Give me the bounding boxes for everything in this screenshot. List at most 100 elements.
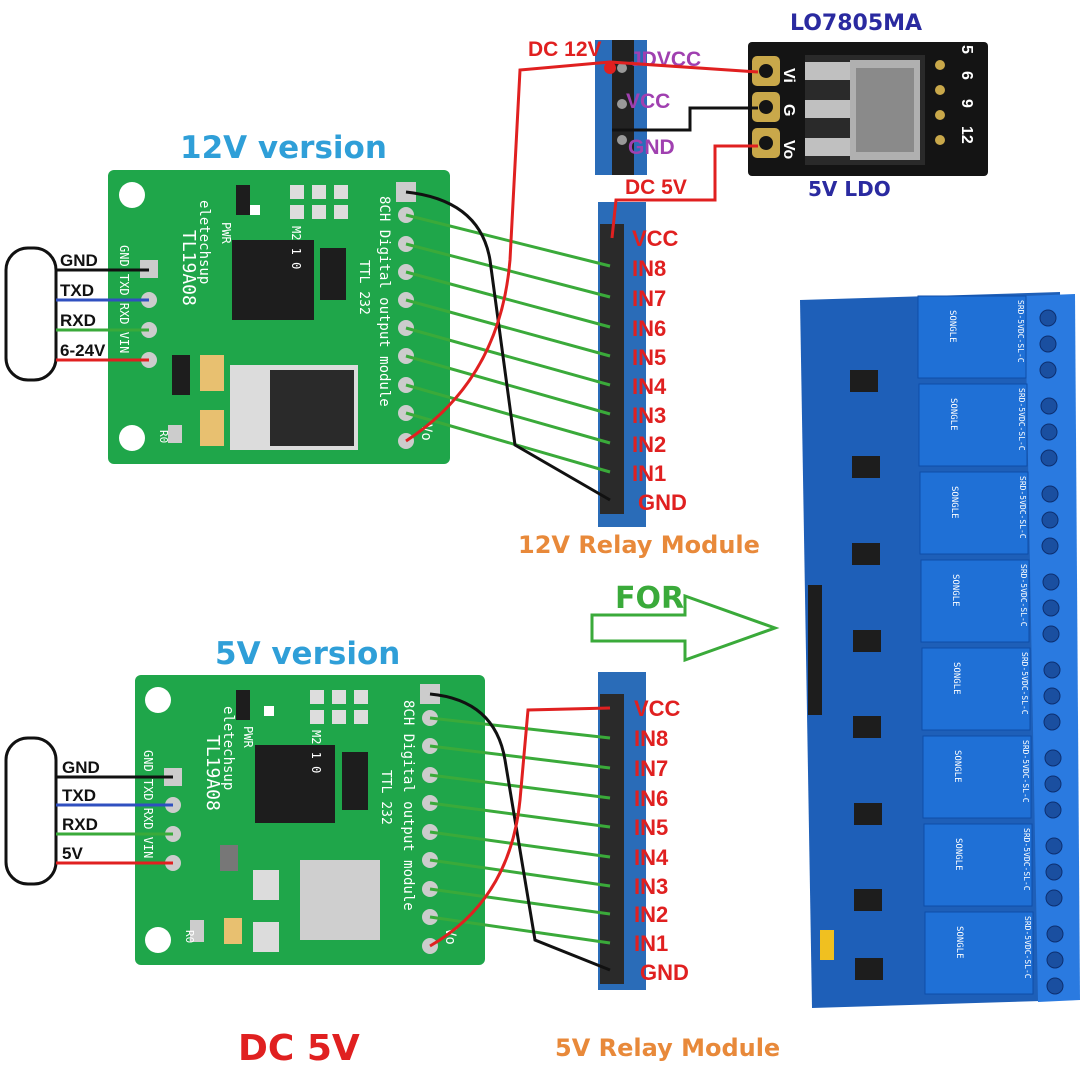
dc12-junction-dot xyxy=(604,62,616,74)
dc-5v-caption: DC 5V xyxy=(238,1028,360,1069)
ldo-mark-5: 5 xyxy=(958,45,975,54)
relay-2-brand: SONGLE xyxy=(948,398,958,431)
relay-1-model: SRD-5VDC-SL-C xyxy=(1016,300,1025,363)
relay5-pin-in2: IN2 xyxy=(634,902,668,927)
relay-3-model: SRD-5VDC-SL-C xyxy=(1018,476,1027,539)
ldo-part-number: LO7805MA xyxy=(790,11,922,36)
ldo-pin-vo: Vo xyxy=(780,140,797,159)
gnd-wire-12v xyxy=(405,190,611,502)
relay-cubes: SRD-5VDC-SL-C SONGLE SRD-5VDC-SL-C SONGL… xyxy=(917,295,1034,995)
relay-1-brand: SONGLE xyxy=(947,310,957,343)
relay-3-brand: SONGLE xyxy=(949,486,959,519)
board5-model: TL19A08 xyxy=(202,735,223,811)
board5-m: M2 1 0 xyxy=(309,730,323,773)
board5-r0: R0 xyxy=(183,930,196,943)
connector-outline-5v xyxy=(4,736,58,886)
gnd-wire-5v xyxy=(429,692,611,972)
board5-ttl: TTL 232 xyxy=(378,770,393,825)
header-pin-gnd: GND xyxy=(628,136,675,159)
arrow-icon xyxy=(590,593,780,663)
relay-8: SRD-5VDC-SL-C SONGLE xyxy=(924,911,1034,995)
serial12-gnd: GND xyxy=(60,251,98,270)
relay-5: SRD-5VDC-SL-C SONGLE xyxy=(921,647,1031,731)
ldo-mark-6: 6 xyxy=(958,71,975,80)
relay-7: SRD-5VDC-SL-C SONGLE xyxy=(923,823,1033,907)
relay-1: SRD-5VDC-SL-C SONGLE xyxy=(917,295,1027,379)
relay12-pin-in7: IN7 xyxy=(632,286,666,311)
vin-wire-12v xyxy=(405,60,759,443)
serial5-rxd: RXD xyxy=(62,815,98,834)
ldo-mark-12: 12 xyxy=(958,126,975,144)
board5-pwr: PWR xyxy=(241,726,255,748)
serial5-txd: TXD xyxy=(62,786,96,805)
relay12-pin-in8: IN8 xyxy=(632,256,666,281)
serial-wires-12v xyxy=(56,268,149,362)
relay-2-model: SRD-5VDC-SL-C xyxy=(1017,388,1026,451)
relay-6-model: SRD-5VDC-SL-C xyxy=(1021,740,1030,803)
relay-4-model: SRD-5VDC-SL-C xyxy=(1019,564,1028,627)
relay-7-brand: SONGLE xyxy=(953,838,963,871)
board5-vo: Vo xyxy=(442,928,458,945)
board12-desc: 8CH Digital output module xyxy=(376,196,392,407)
board12-pwr: PWR xyxy=(219,222,233,244)
relay-header-5v xyxy=(598,672,646,990)
relay-5-model: SRD-5VDC-SL-C xyxy=(1020,652,1029,715)
label-dc-5v: DC 5V xyxy=(625,176,687,199)
for-label: FOR xyxy=(615,581,684,616)
serial-wires-5v xyxy=(56,775,173,865)
relay-6-brand: SONGLE xyxy=(952,750,962,783)
relay-6: SRD-5VDC-SL-C SONGLE xyxy=(922,735,1032,819)
board5-desc: 8CH Digital output module xyxy=(400,700,416,911)
relay5-pin-in1: IN1 xyxy=(634,931,668,956)
serial5-vin: 5V xyxy=(62,844,83,863)
title-5v-version: 5V version xyxy=(215,636,400,672)
title-12v-version: 12V version xyxy=(180,130,387,166)
serial5-gnd: GND xyxy=(62,758,100,777)
relay5-pin-labels: VCC IN8 IN7 IN6 IN5 IN4 IN3 IN2 IN1 GND xyxy=(634,696,689,985)
vin-wire-5v xyxy=(429,706,611,948)
header-pin-vcc: VCC xyxy=(626,90,670,113)
relay12-pin-gnd: GND xyxy=(638,490,687,515)
relay12-pin-in3: IN3 xyxy=(632,403,666,428)
relay5-pin-vcc: VCC xyxy=(634,696,681,721)
title-12v-relay-module: 12V Relay Module xyxy=(518,531,760,559)
relay-8-brand: SONGLE xyxy=(954,926,964,959)
relay12-pin-in5: IN5 xyxy=(632,345,666,370)
relay-header-12v xyxy=(598,202,646,527)
relay12-pin-in6: IN6 xyxy=(632,316,666,341)
ldo-mark-9: 9 xyxy=(958,99,975,108)
connector-outline-12v xyxy=(4,246,58,382)
relay12-pin-in1: IN1 xyxy=(632,461,666,486)
ldo-module xyxy=(748,42,988,176)
ldo-output-wire xyxy=(610,144,758,239)
relay5-pin-in7: IN7 xyxy=(634,756,668,781)
relay5-pin-in4: IN4 xyxy=(634,845,669,870)
relay5-pin-in3: IN3 xyxy=(634,874,668,899)
relay12-pin-labels: VCC IN8 IN7 IN6 IN5 IN4 IN3 IN2 IN1 GND xyxy=(632,226,687,515)
board12-m: M2 1 0 xyxy=(289,226,303,269)
board12-model: TL19A08 xyxy=(178,230,199,306)
relay-4: SRD-5VDC-SL-C SONGLE xyxy=(920,559,1030,643)
label-dc-12v: DC 12V xyxy=(528,38,602,61)
signal-wires-12v xyxy=(405,213,611,474)
serial12-rxd: RXD xyxy=(60,311,96,330)
relay-7-model: SRD-5VDC-SL-C xyxy=(1022,828,1031,891)
relay5-pin-gnd: GND xyxy=(640,960,689,985)
serial12-vin: 6-24V xyxy=(60,341,106,360)
ldo-pin-g: G xyxy=(780,104,797,116)
serial12-txd: TXD xyxy=(60,281,94,300)
ldo-pin-vi: Vi xyxy=(780,68,797,83)
relay12-pin-vcc: VCC xyxy=(632,226,679,251)
board5-brand: eletechsup xyxy=(220,706,236,790)
board12-ttl: TTL 232 xyxy=(356,260,371,315)
relay-5-brand: SONGLE xyxy=(951,662,961,695)
relay5-pin-in8: IN8 xyxy=(634,726,668,751)
relay12-pin-in4: IN4 xyxy=(632,374,667,399)
relay5-pin-in6: IN6 xyxy=(634,786,668,811)
relay-3: SRD-5VDC-SL-C SONGLE xyxy=(919,471,1029,555)
relay-4-brand: SONGLE xyxy=(950,574,960,607)
ldo-ground-wire xyxy=(612,106,758,132)
relay-8-model: SRD-5VDC-SL-C xyxy=(1023,916,1032,979)
relay12-pin-in2: IN2 xyxy=(632,432,666,457)
